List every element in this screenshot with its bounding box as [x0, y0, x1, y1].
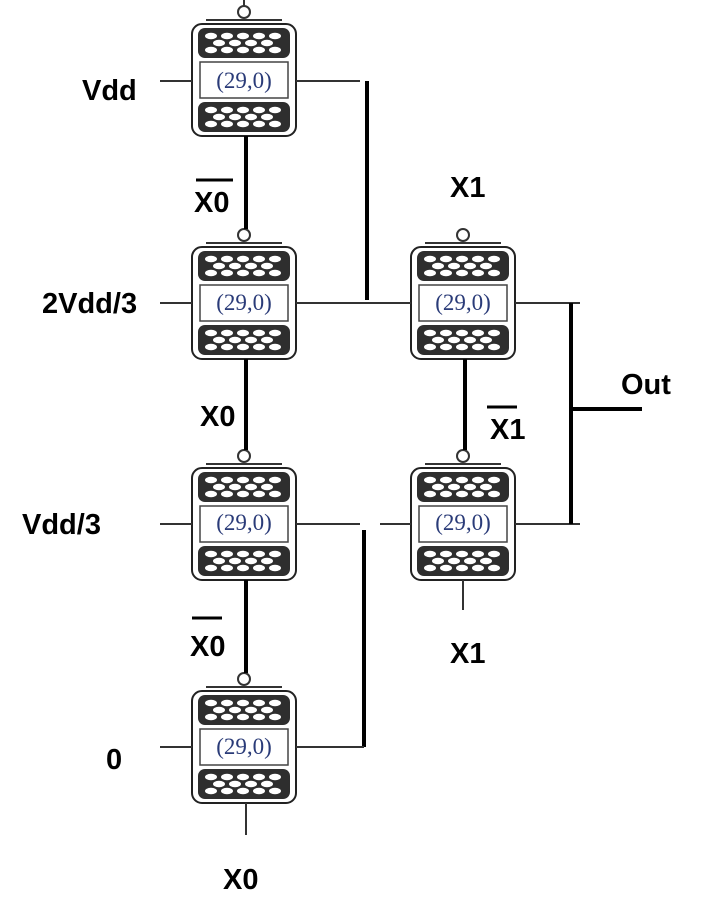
input-label-one-third: Vdd/3 — [22, 509, 101, 541]
gate-label-x0-bar-1: X0 — [194, 187, 229, 219]
transistor-2: (29,0) — [191, 228, 297, 360]
transistor-1: (29,0) — [191, 0, 297, 137]
chirality-label-3: (29,0) — [216, 510, 272, 535]
transistor-6: (29,0) — [410, 449, 516, 610]
input-label-vdd: Vdd — [82, 75, 137, 107]
gate-label-x0-bottom: X0 — [223, 864, 258, 896]
input-label-two-thirds: 2Vdd/3 — [42, 288, 137, 320]
chirality-label-4: (29,0) — [216, 734, 272, 759]
chirality-label-2: (29,0) — [216, 290, 272, 315]
chirality-label-5: (29,0) — [435, 290, 491, 315]
chirality-label-6: (29,0) — [435, 510, 491, 535]
output-label: Out — [621, 369, 671, 401]
transistor-5: (29,0) — [410, 228, 516, 360]
gate-label-x0: X0 — [200, 401, 235, 433]
input-label-zero: 0 — [106, 744, 122, 776]
transistor-3: (29,0) — [191, 449, 297, 581]
gate-label-x1-bar: X1 — [490, 414, 525, 446]
gate-label-x0-bar-2: X0 — [190, 631, 225, 663]
chirality-label-1: (29,0) — [216, 68, 272, 93]
transistor-4: (29,0) — [191, 672, 297, 804]
gate-label-x1-top: X1 — [450, 172, 485, 204]
gate-label-x1-bottom: X1 — [450, 638, 485, 670]
circuit-wires — [160, 80, 642, 835]
